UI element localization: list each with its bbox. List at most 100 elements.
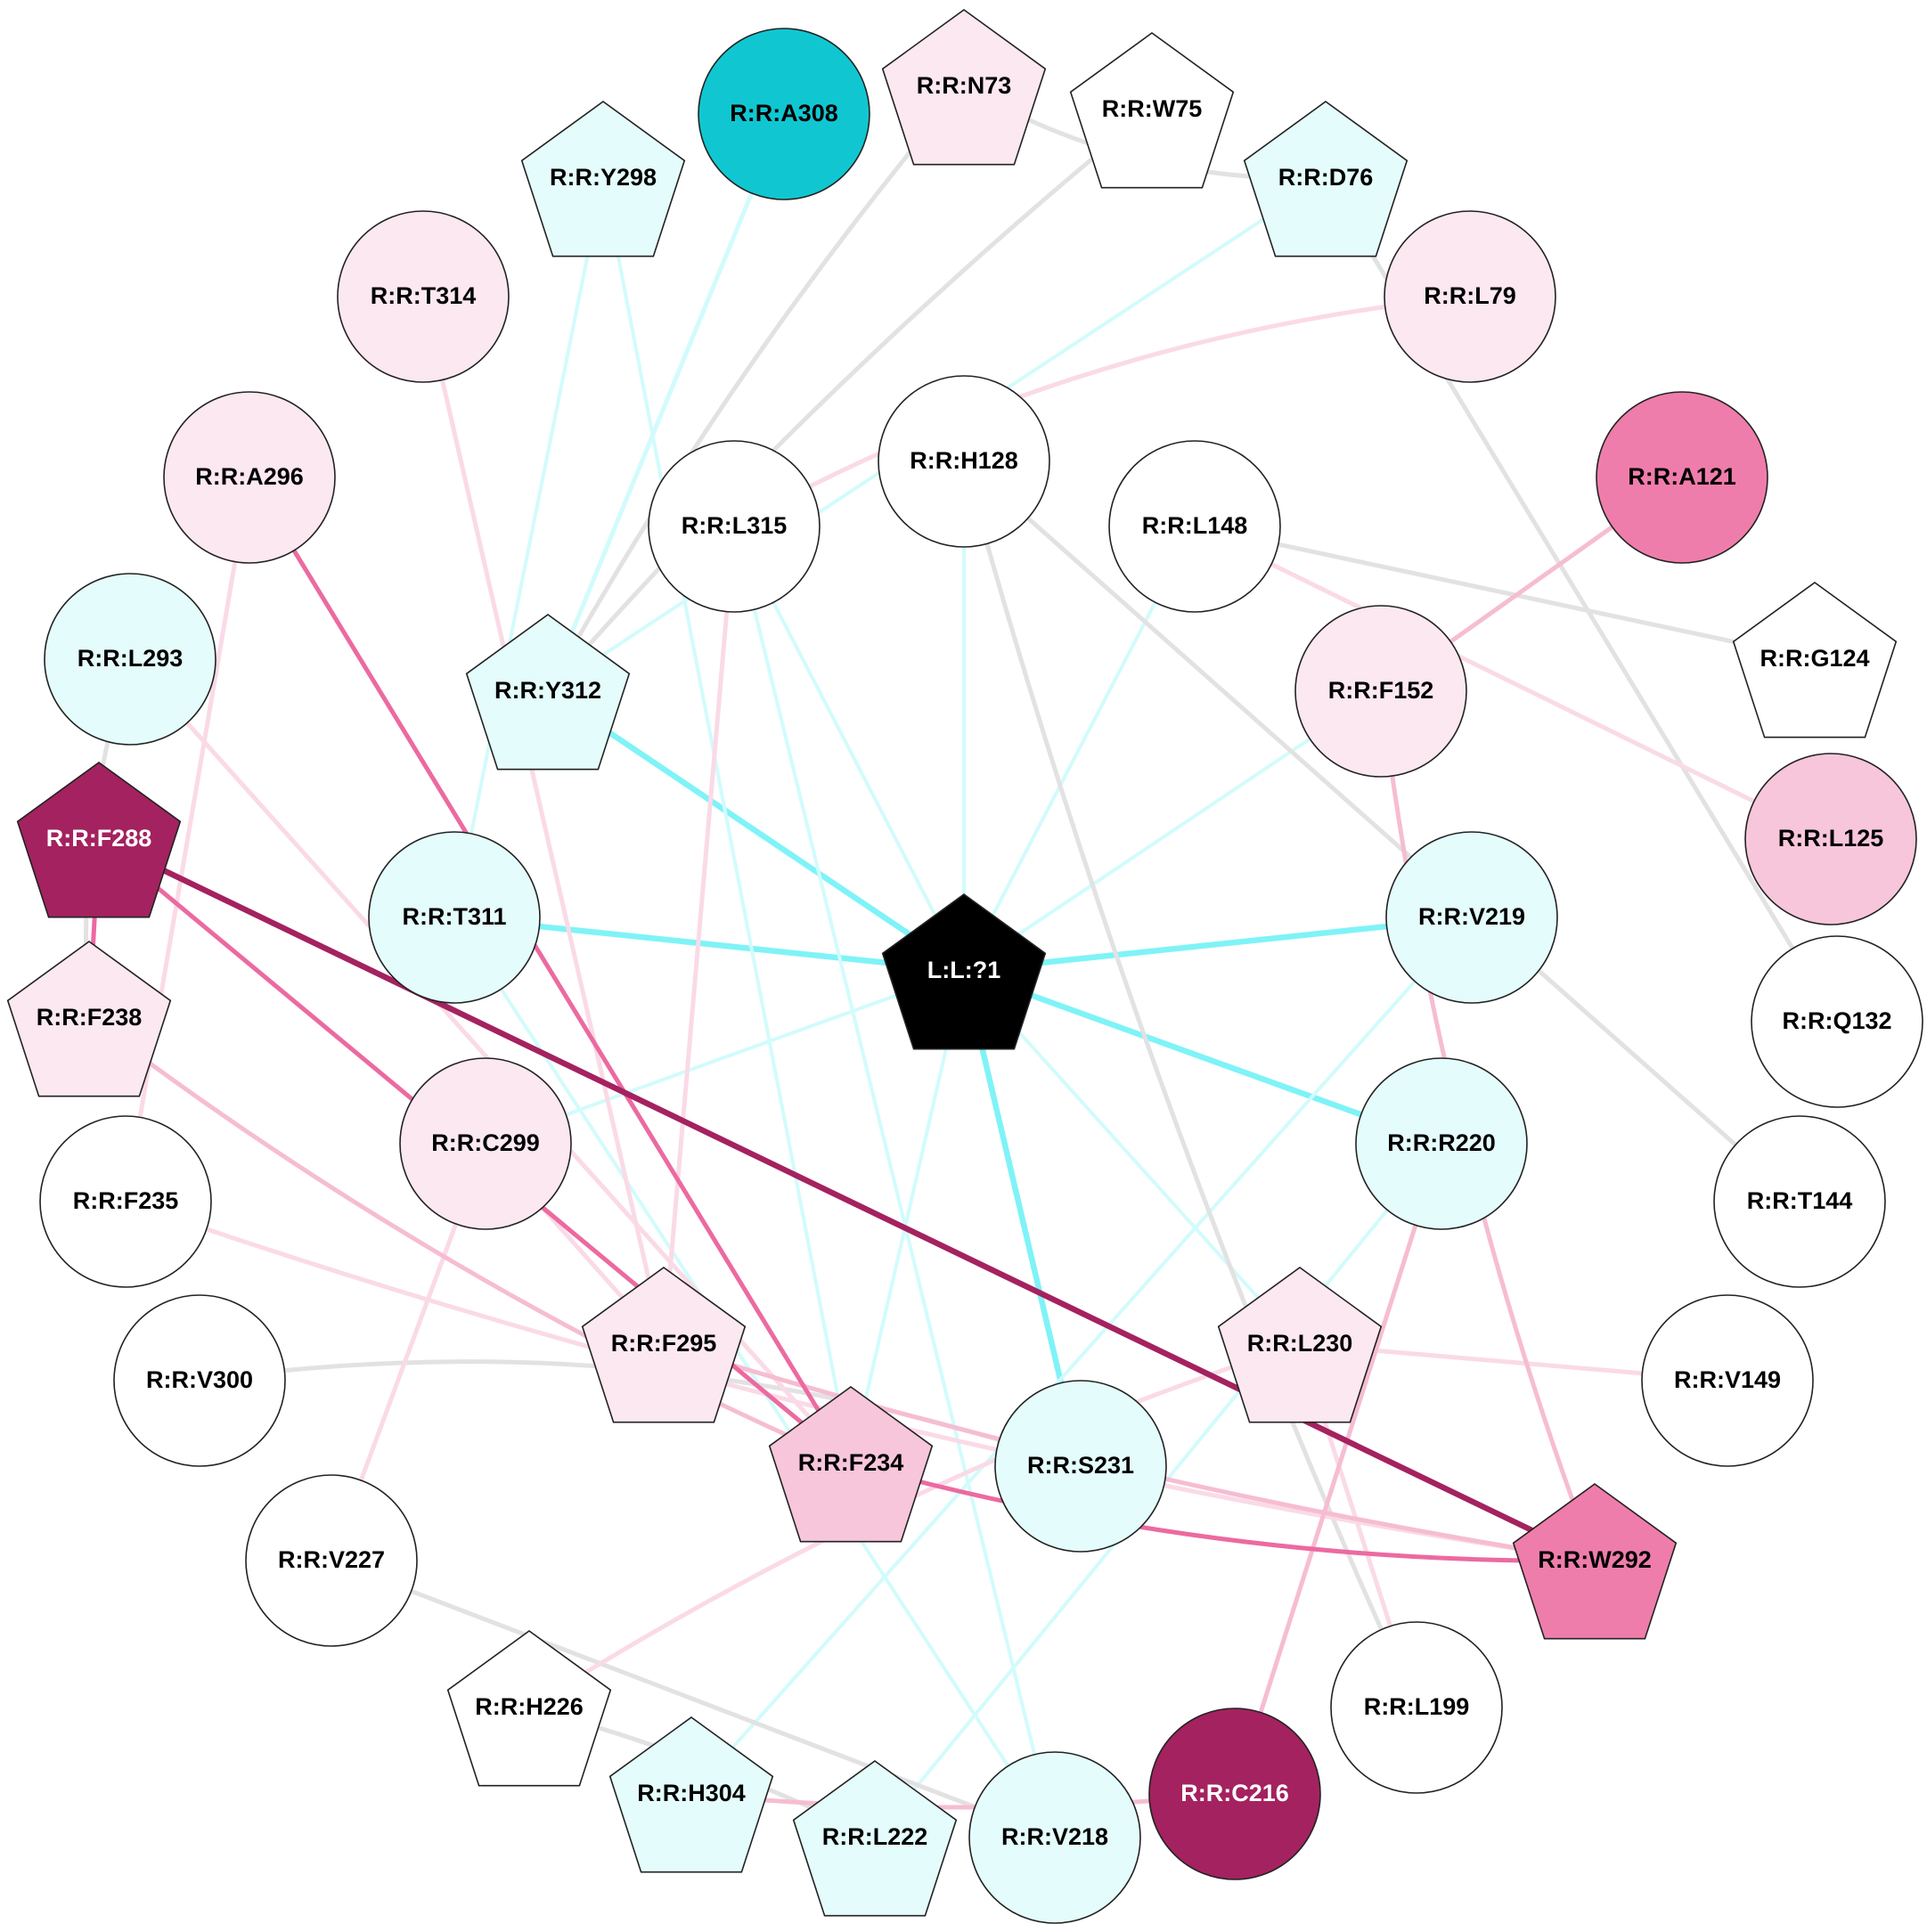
node-label: R:R:V227 (278, 1546, 385, 1573)
node-label: R:R:L293 (78, 645, 184, 672)
node-label: R:R:D76 (1278, 164, 1374, 191)
node-label: R:R:H128 (910, 447, 1018, 474)
node-q132: R:R:Q132 (1751, 935, 1923, 1108)
edge-l315-f295 (661, 524, 737, 1347)
node-label: R:R:C299 (431, 1129, 540, 1156)
node-lig: L:L:?1 (881, 893, 1047, 1050)
edges-layer (84, 84, 1840, 1840)
node-pentagon (792, 1760, 958, 1917)
node-f295: R:R:F295 (581, 1267, 747, 1423)
node-pentagon (446, 1630, 612, 1787)
node-circle (1330, 1621, 1503, 1794)
node-w75: R:R:W75 (1069, 32, 1235, 189)
edge-l148-g124 (1192, 524, 1817, 662)
node-l222: R:R:L222 (792, 1760, 958, 1917)
node-circle (994, 1380, 1167, 1553)
node-s231: R:R:S231 (994, 1380, 1167, 1553)
node-label: R:R:W75 (1102, 95, 1203, 122)
node-y298: R:R:Y298 (520, 101, 686, 257)
edge-y298-f234 (601, 176, 853, 1465)
edge-a296-f235 (123, 475, 252, 1204)
edge-f238-f234 (86, 1015, 853, 1466)
node-f235: R:R:F235 (39, 1115, 212, 1288)
edge-l148-l125 (1192, 524, 1833, 842)
edge-f288-w292 (95, 836, 1598, 1564)
node-label: R:R:A296 (195, 463, 304, 490)
node-circle (337, 210, 510, 383)
node-circle (399, 1057, 572, 1230)
node-circle (1641, 1294, 1814, 1467)
node-v227: R:R:V227 (245, 1474, 418, 1647)
node-n73: R:R:N73 (881, 9, 1047, 166)
node-circle (1713, 1115, 1886, 1288)
node-l125: R:R:L125 (1744, 753, 1917, 925)
node-t144: R:R:T144 (1713, 1115, 1886, 1288)
node-label: R:R:H304 (637, 1780, 746, 1806)
node-label: R:R:F152 (1328, 677, 1434, 704)
edge-lig-f234 (849, 969, 966, 1465)
node-label: R:R:V300 (146, 1366, 253, 1393)
node-a296: R:R:A296 (163, 391, 336, 564)
node-v149: R:R:V149 (1641, 1294, 1814, 1467)
node-f238: R:R:F238 (6, 941, 172, 1097)
node-pentagon (768, 1386, 934, 1543)
node-label: R:R:A121 (1628, 463, 1736, 490)
node-circle (113, 1294, 286, 1467)
node-pentagon (581, 1267, 747, 1423)
node-r220: R:R:R220 (1355, 1057, 1528, 1230)
node-circle (1384, 210, 1556, 383)
node-d76: R:R:D76 (1243, 101, 1409, 257)
node-circle (698, 28, 870, 200)
node-t311: R:R:T311 (368, 831, 541, 1004)
node-l230: R:R:L230 (1217, 1267, 1383, 1423)
node-label: R:R:W292 (1538, 1546, 1652, 1573)
node-pentagon (1732, 582, 1898, 738)
edge-l79-l315 (731, 294, 1473, 529)
node-label: R:R:T144 (1747, 1187, 1853, 1214)
node-pentagon (1512, 1483, 1678, 1640)
node-circle (163, 391, 336, 564)
node-label: R:R:H226 (475, 1693, 584, 1720)
edge-h128-t144 (961, 459, 1802, 1204)
node-pentagon (6, 941, 172, 1097)
node-circle (1108, 440, 1281, 613)
node-pentagon (465, 614, 631, 770)
node-circle (1744, 753, 1917, 925)
node-label: R:R:F238 (37, 1004, 143, 1031)
edge-v227-v218 (329, 1558, 1057, 1840)
node-pentagon (1069, 32, 1235, 189)
node-f152: R:R:F152 (1294, 605, 1467, 778)
node-h304: R:R:H304 (608, 1716, 774, 1873)
node-label: L:L:?1 (927, 957, 1000, 983)
node-v218: R:R:V218 (968, 1751, 1141, 1924)
node-l148: R:R:L148 (1108, 440, 1281, 613)
node-label: R:R:V219 (1418, 903, 1525, 930)
edge-a296-f234 (247, 475, 853, 1466)
node-label: R:R:L125 (1778, 825, 1884, 852)
edge-y298-t311 (453, 176, 605, 919)
node-w292: R:R:W292 (1512, 1483, 1678, 1640)
node-h226: R:R:H226 (446, 1630, 612, 1787)
node-label: R:R:A308 (730, 100, 838, 126)
node-label: R:R:Q132 (1782, 1007, 1891, 1034)
node-circle (368, 831, 541, 1004)
node-label: R:R:S231 (1027, 1452, 1134, 1479)
edge-l315-v218 (732, 525, 1057, 1839)
node-l199: R:R:L199 (1330, 1621, 1503, 1794)
node-v300: R:R:V300 (113, 1294, 286, 1467)
node-label: R:R:T314 (371, 282, 477, 309)
node-y312: R:R:Y312 (465, 614, 631, 770)
node-label: R:R:L315 (682, 512, 788, 539)
node-f234: R:R:F234 (768, 1386, 934, 1543)
node-pentagon (520, 101, 686, 257)
node-label: R:R:L79 (1424, 282, 1516, 309)
node-circle (1294, 605, 1467, 778)
node-label: R:R:F235 (73, 1187, 179, 1214)
node-label: R:R:L148 (1142, 512, 1248, 539)
edge-a308-y312 (545, 111, 787, 694)
node-circle (44, 573, 216, 746)
node-pentagon (1243, 101, 1409, 257)
node-label: R:R:V149 (1674, 1366, 1781, 1393)
node-circle (245, 1474, 418, 1647)
